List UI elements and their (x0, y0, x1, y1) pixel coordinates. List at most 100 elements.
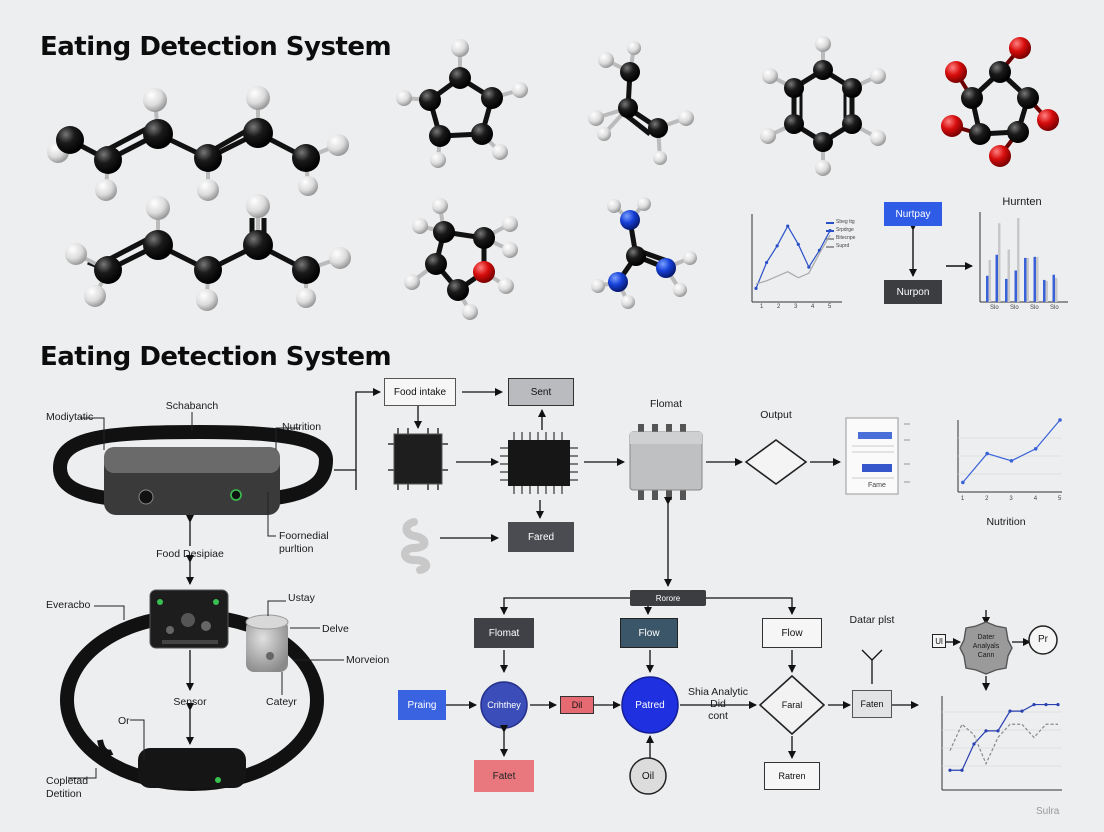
label-ustay: Ustay (288, 592, 315, 604)
legend-entry: Suprd (836, 243, 850, 249)
mini-doc-footer: Fame (868, 482, 886, 489)
top-bar-xtick: Slo (1050, 305, 1059, 311)
label-food-desipiae: Food Desipiae (156, 548, 224, 560)
label-datar-plst: Datar plst (849, 614, 895, 626)
box-fatet: Fatet (474, 760, 534, 792)
label-sensor: Sensor (173, 696, 207, 708)
label-analyals: Analyals (972, 643, 1000, 650)
top-bar-chart-frame (979, 212, 1068, 303)
label-cont: cont (708, 710, 728, 722)
box-dil: Dil (560, 696, 594, 714)
top-bar-xtick: Slo (1010, 305, 1019, 311)
box-food-intake: Food intake (384, 378, 456, 406)
top-bar-chart-title: Hurnten (1002, 196, 1042, 208)
legend-entry: Bitecnpe (836, 235, 856, 241)
top-line-xtick: 5 (828, 304, 832, 310)
label-modiytatic: Modiytatic (46, 411, 94, 423)
label-flomat: Flomat (649, 398, 683, 410)
mini-document (845, 417, 899, 495)
output-diamond (744, 439, 808, 485)
box-faten: Faten (852, 690, 892, 718)
molecule-furan (404, 198, 518, 320)
top-legend-swatches (826, 222, 834, 248)
node-faral-diamond (758, 674, 826, 736)
label-detition: Detition (46, 788, 82, 800)
box-ul: Ul (932, 634, 946, 648)
label-nutrition-chart: Nutrition (986, 516, 1026, 528)
top-line-xtick: 3 (794, 304, 798, 310)
microchip-2 (500, 432, 578, 494)
intestine-icon (401, 518, 431, 574)
mini-doc-ticks (904, 423, 910, 483)
molecule-chain-1 (47, 86, 349, 201)
label-dater: Dater (977, 634, 995, 641)
microchip-1 (388, 428, 448, 490)
molecule-benzene (760, 36, 886, 176)
hub-branch-right (706, 597, 796, 615)
box-hub: Rorore (630, 590, 706, 606)
label-delve: Delve (322, 623, 349, 635)
label-purltion: purltion (279, 543, 314, 555)
label-did: Did (710, 698, 726, 710)
nutrition-xtick: 3 (1009, 496, 1013, 502)
box-flow-1: Flow (620, 618, 678, 648)
label-cateyr: Cateyr (266, 696, 297, 708)
nutrition-xtick: 5 (1058, 496, 1062, 502)
nutrition-xtick: 1 (960, 496, 965, 502)
legend-entry: Srpdrge (836, 227, 854, 233)
label-cann: Cann (977, 652, 995, 659)
processing-module (629, 424, 703, 500)
page-title: Eating Detection System (40, 32, 392, 62)
nutrition-xtick: 4 (1033, 496, 1038, 502)
watermark: Sulra (1036, 806, 1060, 817)
label-copletad: Copletad (46, 775, 89, 787)
label-or: Or (118, 715, 130, 727)
top-line-xtick: 2 (777, 304, 781, 310)
wearable-band-device (52, 424, 334, 515)
box-ratren: Ratren (764, 762, 820, 790)
label-sha-analytic: Shia Analytic (687, 686, 749, 698)
molecule-chain-2 (65, 194, 351, 311)
label-everacbo: Everacbo (46, 599, 91, 611)
antenna-icon (861, 649, 883, 684)
box-flomat-2: Flomat (474, 618, 534, 648)
label-nutrition-band: Nutrition (282, 421, 322, 433)
gear-node-icon (959, 621, 1013, 675)
label-output: Output (760, 409, 792, 421)
box-sent: Sent (508, 378, 574, 406)
label-oil: Oil (641, 770, 655, 782)
nutrition-xtick: 2 (985, 496, 989, 502)
molecule-oxalic (941, 37, 1059, 167)
bracket-band-flow (334, 388, 381, 471)
box-flow-2: Flow (762, 618, 822, 648)
hub-branch-left (500, 597, 630, 615)
node-patred (621, 676, 679, 734)
molecule-cyclopentane (396, 39, 528, 168)
top-line-xtick: 1 (760, 304, 764, 310)
label-schabanch: Schabanch (165, 400, 219, 412)
section-title: Eating Detection System (40, 342, 392, 372)
label-foornedial: Foornedial (279, 530, 329, 542)
label-morveion: Morveion (346, 654, 390, 666)
label-pr: Pr (1038, 634, 1048, 645)
top-bar-xtick: Slo (990, 305, 999, 311)
molecule-guanidine (591, 197, 697, 309)
top-line-chart-frame (751, 214, 842, 303)
top-line-xtick: 4 (811, 304, 815, 310)
band-callouts (80, 412, 300, 537)
box-nurtpay: Nurtpay (884, 202, 942, 226)
ring-callouts (68, 600, 344, 779)
wearable-ring-device (60, 589, 324, 791)
box-fared: Fared (508, 522, 574, 552)
top-bar-xtick: Slo (1030, 305, 1039, 311)
node-oil (629, 757, 667, 795)
legend-entry: Sbeg ttg (836, 219, 855, 225)
box-nurpon: Nurpon (884, 280, 942, 304)
node-pr (1028, 625, 1058, 655)
label-faral: Faral (781, 700, 803, 710)
label-crihthey: Crihthey (487, 700, 521, 710)
molecule-ethene (588, 41, 694, 165)
label-patred: Patred (635, 699, 665, 711)
